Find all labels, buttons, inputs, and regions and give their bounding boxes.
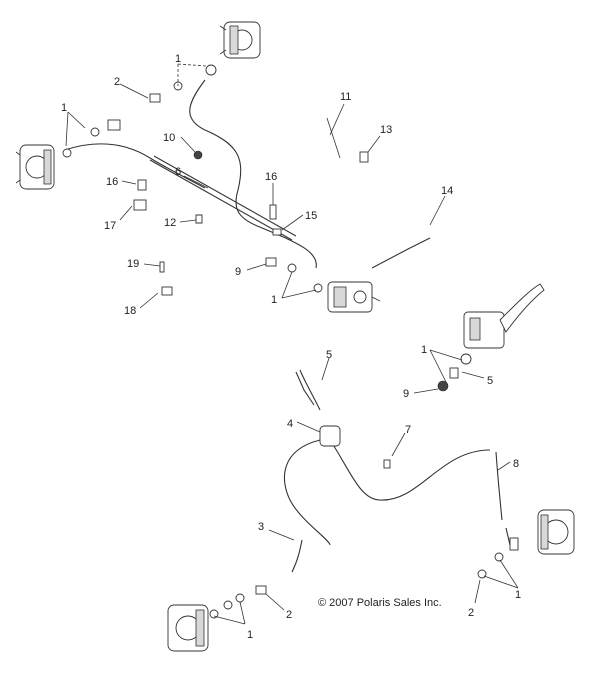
callout-1: 1 <box>515 589 521 601</box>
callout-14: 14 <box>441 185 453 197</box>
callout-3: 3 <box>258 521 264 533</box>
callout-11: 11 <box>340 91 351 103</box>
callout-7: 7 <box>405 424 411 436</box>
callout-9: 9 <box>403 388 409 400</box>
caliper-front-right-icon <box>219 21 261 59</box>
callout-12: 12 <box>164 217 176 229</box>
callout-19: 19 <box>127 258 139 270</box>
callout-labels: 1 2 1 10 16 6 17 12 16 15 9 1 19 18 11 1… <box>61 53 521 641</box>
callout-13: 13 <box>380 124 392 136</box>
callout-16: 16 <box>265 171 277 183</box>
callout-1: 1 <box>271 294 277 306</box>
callout-2: 2 <box>468 607 474 619</box>
callout-15: 15 <box>305 210 317 222</box>
master-cylinder-icon <box>327 281 381 313</box>
caliper-rear-right-icon <box>537 509 575 555</box>
callout-1: 1 <box>421 344 427 356</box>
callout-6: 6 <box>175 166 181 178</box>
callout-10: 10 <box>163 132 175 144</box>
callout-9: 9 <box>235 266 241 278</box>
callout-17: 17 <box>104 220 116 232</box>
caliper-front-left-icon <box>15 144 55 190</box>
brake-hose-rear <box>283 369 503 546</box>
brake-hose-front <box>64 79 317 269</box>
leader-lines <box>65 63 519 625</box>
callout-8: 8 <box>513 458 519 470</box>
callout-2: 2 <box>286 609 292 621</box>
callout-4: 4 <box>287 418 293 430</box>
callout-1: 1 <box>61 102 67 114</box>
hand-brake-lever-icon <box>463 283 545 349</box>
callout-5: 5 <box>326 349 332 361</box>
copyright-notice: © 2007 Polaris Sales Inc. <box>318 597 442 609</box>
callout-5: 5 <box>487 375 493 387</box>
caliper-rear-left-icon <box>167 604 209 652</box>
callout-18: 18 <box>124 305 136 317</box>
callout-2: 2 <box>114 76 120 88</box>
callout-16: 16 <box>106 176 118 188</box>
banjo-bolt-parts <box>62 64 519 619</box>
brake-line-segments <box>291 237 511 573</box>
callout-1: 1 <box>247 629 253 641</box>
callout-1: 1 <box>175 53 181 65</box>
